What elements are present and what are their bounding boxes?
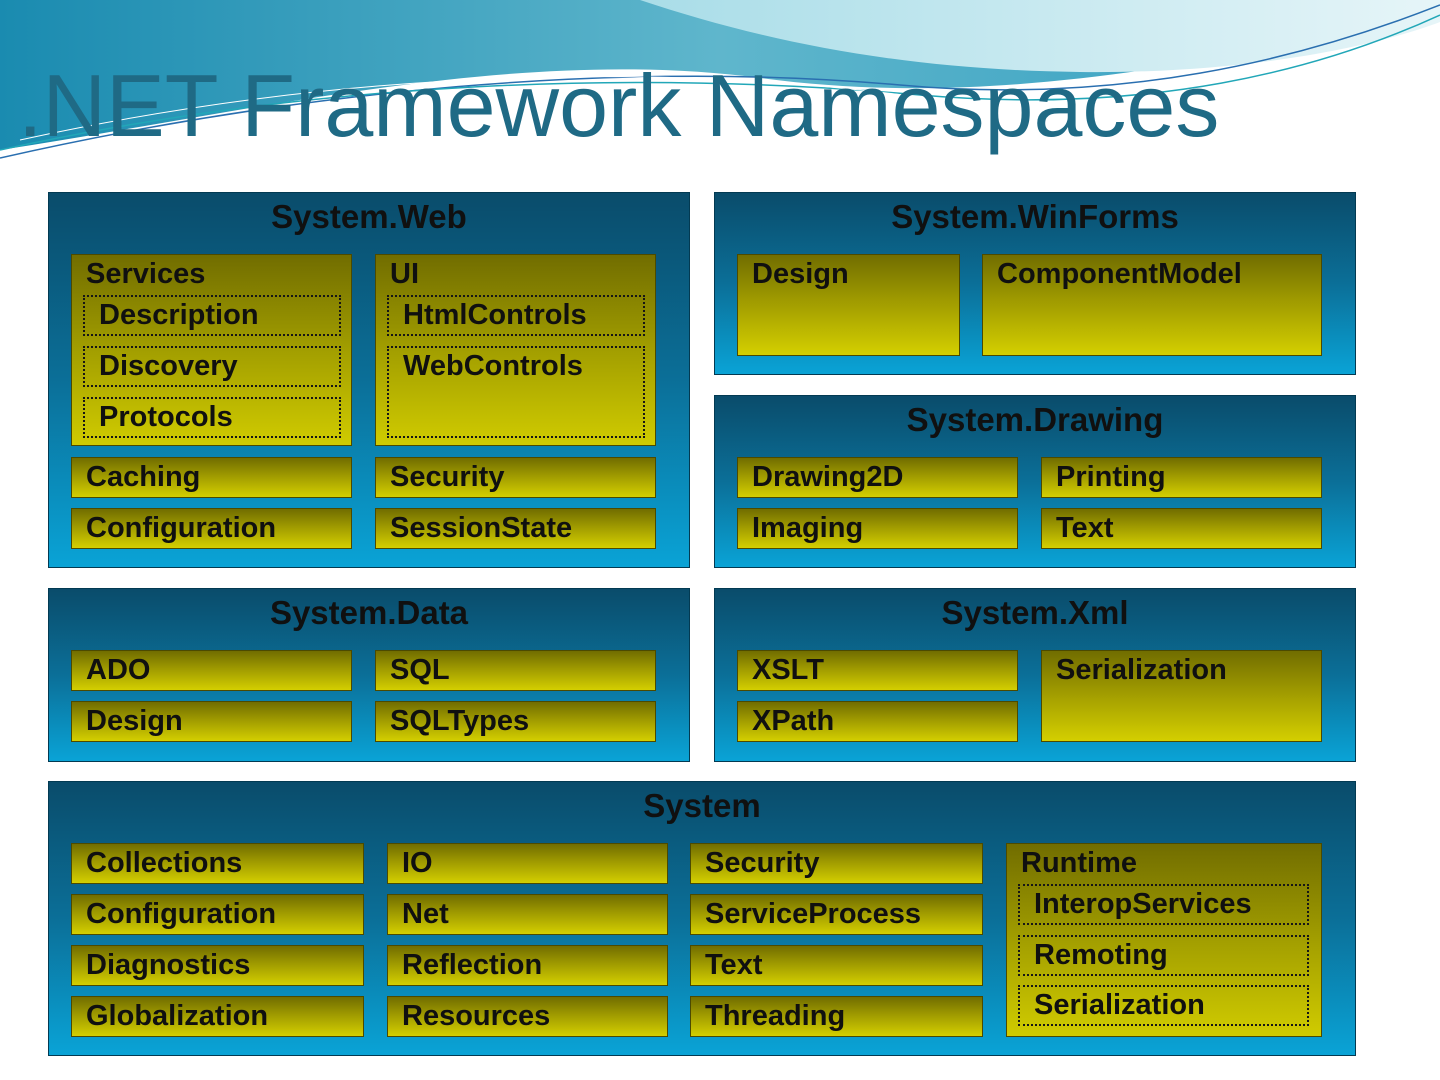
box-design: Design: [737, 254, 960, 356]
box-imaging: Imaging: [737, 508, 1018, 549]
box-reflection: Reflection: [387, 945, 668, 986]
box-serialization: Serialization: [1041, 650, 1322, 742]
box-security: Security: [690, 843, 983, 884]
box-label: Globalization: [86, 1000, 269, 1032]
box-io: IO: [387, 843, 668, 884]
sub-label: Protocols: [99, 401, 233, 433]
group-system-xml: System.Xml XSLT Serialization XPath: [714, 588, 1356, 762]
box-label: Security: [390, 461, 505, 493]
sub-box-webcontrols: WebControls: [387, 346, 645, 438]
sub-box-protocols: Protocols: [83, 397, 341, 438]
box-label: Services: [86, 258, 206, 290]
box-label: SQLTypes: [390, 705, 530, 737]
box-label: Configuration: [86, 898, 277, 930]
box-label: Design: [86, 705, 183, 737]
header-wave-decoration: [0, 0, 1440, 159]
box-label: Serialization: [1056, 654, 1227, 686]
box-runtime: Runtime InteropServices Remoting Seriali…: [1006, 843, 1322, 1037]
group-system-winforms: System.WinForms Design ComponentModel: [714, 192, 1356, 375]
box-globalization: Globalization: [71, 996, 364, 1037]
sub-label: Remoting: [1034, 939, 1168, 971]
box-label: UI: [390, 258, 419, 290]
box-label: SessionState: [390, 512, 573, 544]
group-label: System.Data: [269, 594, 469, 631]
box-resources: Resources: [387, 996, 668, 1037]
sub-label: Description: [99, 299, 259, 331]
box-componentmodel: ComponentModel: [982, 254, 1322, 356]
sub-label: Discovery: [99, 350, 238, 382]
box-sqltypes: SQLTypes: [375, 701, 656, 742]
box-label: Text: [705, 949, 763, 981]
box-threading: Threading: [690, 996, 983, 1037]
box-xpath: XPath: [737, 701, 1018, 742]
box-collections: Collections: [71, 843, 364, 884]
box-diagnostics: Diagnostics: [71, 945, 364, 986]
box-label: SQL: [390, 654, 450, 686]
box-label: Imaging: [752, 512, 864, 544]
box-text: Text: [1041, 508, 1322, 549]
box-label: Design: [752, 258, 849, 290]
box-serviceprocess: ServiceProcess: [690, 894, 983, 935]
sub-label: WebControls: [403, 350, 583, 382]
box-label: ServiceProcess: [705, 898, 922, 930]
box-printing: Printing: [1041, 457, 1322, 498]
group-label: System.Drawing: [906, 401, 1164, 438]
group-system: System Collections Configuration Diagnos…: [48, 781, 1356, 1056]
sub-label: InteropServices: [1034, 888, 1252, 920]
box-label: XSLT: [752, 654, 824, 686]
slide-title: .NET Framework Namespaces: [18, 56, 1220, 155]
sub-box-remoting: Remoting: [1018, 935, 1309, 976]
box-label: Printing: [1056, 461, 1166, 493]
box-text: Text: [690, 945, 983, 986]
box-drawing2d: Drawing2D: [737, 457, 1018, 498]
box-label: Collections: [86, 847, 243, 879]
box-label: Resources: [402, 1000, 551, 1032]
group-label: System: [643, 787, 761, 824]
box-configuration: Configuration: [71, 894, 364, 935]
box-sessionstate: SessionState: [375, 508, 656, 549]
box-label: Caching: [86, 461, 201, 493]
box-label: Text: [1056, 512, 1114, 544]
sub-box-discovery: Discovery: [83, 346, 341, 387]
box-configuration: Configuration: [71, 508, 352, 549]
box-net: Net: [387, 894, 668, 935]
sub-box-interopservices: InteropServices: [1018, 884, 1309, 925]
group-label: System.Web: [271, 198, 467, 235]
box-label: Reflection: [402, 949, 543, 981]
sub-label: Serialization: [1034, 989, 1205, 1021]
box-security: Security: [375, 457, 656, 498]
box-sql: SQL: [375, 650, 656, 691]
box-services: Services Description Discovery Protocols: [71, 254, 352, 446]
box-label: Security: [705, 847, 820, 879]
group-system-data: System.Data ADO SQL Design SQLTypes: [48, 588, 690, 762]
box-design: Design: [71, 701, 352, 742]
box-label: Net: [402, 898, 449, 930]
group-system-web: System.Web Services Description Discover…: [48, 192, 690, 568]
box-label: IO: [402, 847, 433, 879]
box-caching: Caching: [71, 457, 352, 498]
box-xslt: XSLT: [737, 650, 1018, 691]
box-label: Diagnostics: [86, 949, 251, 981]
sub-label: HtmlControls: [403, 299, 587, 331]
group-label: System.Xml: [941, 594, 1129, 631]
sub-box-description: Description: [83, 295, 341, 336]
box-label: Threading: [705, 1000, 846, 1032]
box-label: XPath: [752, 705, 835, 737]
box-ado: ADO: [71, 650, 352, 691]
box-label: Drawing2D: [752, 461, 904, 493]
box-label: Configuration: [86, 512, 277, 544]
box-ui: UI HtmlControls WebControls: [375, 254, 656, 446]
group-label: System.WinForms: [891, 198, 1179, 235]
group-system-drawing: System.Drawing Drawing2D Printing Imagin…: [714, 395, 1356, 568]
sub-box-serialization: Serialization: [1018, 985, 1309, 1026]
box-label: ComponentModel: [997, 258, 1242, 290]
box-label: Runtime: [1021, 847, 1137, 879]
box-label: ADO: [86, 654, 151, 686]
sub-box-htmlcontrols: HtmlControls: [387, 295, 645, 336]
